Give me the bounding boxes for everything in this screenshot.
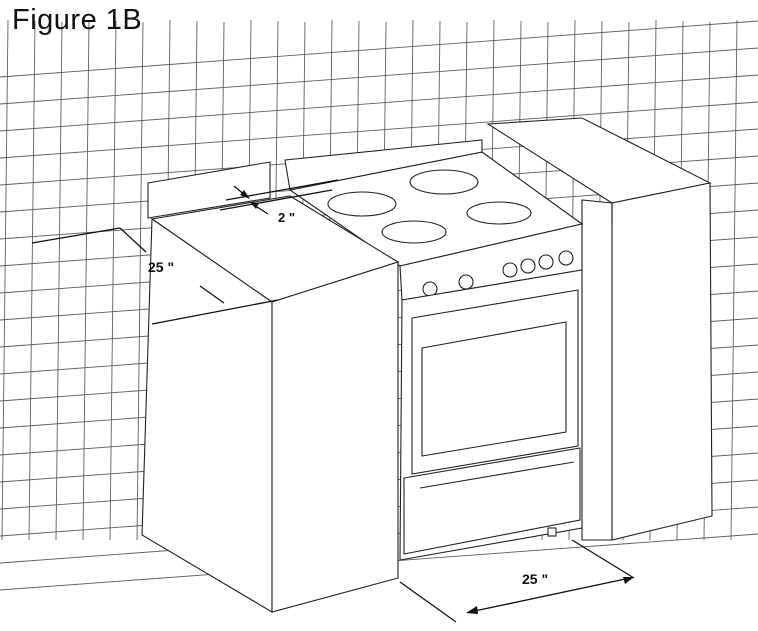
clearance-edge-right [571, 539, 635, 579]
tile-grid-line [0, 20, 758, 78]
clearance-arrowhead-right [623, 577, 634, 584]
burner-left-rear [327, 191, 397, 217]
clearance-arrowhead-left [466, 606, 478, 614]
front-clearance-label: 25 " [522, 571, 548, 587]
tile-grid-line [730, 19, 738, 541]
knob-6 [558, 250, 574, 266]
gap-arrowhead-upper [240, 190, 250, 199]
depth-line-front [151, 299, 279, 325]
burner-left-front [381, 220, 447, 244]
left-cabinet [141, 161, 400, 613]
tile-grid-line [1, 19, 9, 541]
dimension-lines [31, 179, 635, 623]
tile-grid-line [55, 21, 63, 541]
side-depth-label: 25 " [148, 259, 174, 275]
control-knobs [422, 250, 574, 297]
arrowheads [240, 190, 634, 614]
storage-drawer [403, 447, 581, 555]
tile-grid-line [109, 20, 117, 541]
tile-grid-line [0, 47, 758, 105]
burner-right-rear [409, 169, 479, 195]
range-oven [284, 139, 584, 561]
knob-1 [422, 281, 438, 297]
figure-title: Figure 1B [12, 4, 143, 36]
knob-2 [458, 274, 474, 290]
knob-3 [502, 262, 518, 278]
knob-4 [520, 258, 536, 274]
tile-grid-line [0, 101, 758, 159]
clearance-arrow-line [469, 577, 631, 613]
depth-tick [199, 285, 225, 304]
right-cabinet [486, 117, 713, 541]
left-cabinet-front [271, 261, 399, 613]
tile-grid-line [82, 19, 90, 541]
depth-line-rear [31, 227, 121, 244]
clearance-edge-left [399, 581, 457, 623]
oven-window [421, 321, 567, 457]
burner-right-front [466, 201, 532, 225]
gap-label: 2 " [278, 210, 295, 225]
tile-grid-line [28, 20, 36, 541]
gap-line-lower [219, 189, 333, 211]
depth-extension [119, 227, 147, 253]
tile-grid-line [136, 21, 144, 541]
gap-arrowhead-lower [250, 202, 259, 209]
tile-grid-line [0, 74, 758, 132]
knob-5 [538, 254, 554, 270]
